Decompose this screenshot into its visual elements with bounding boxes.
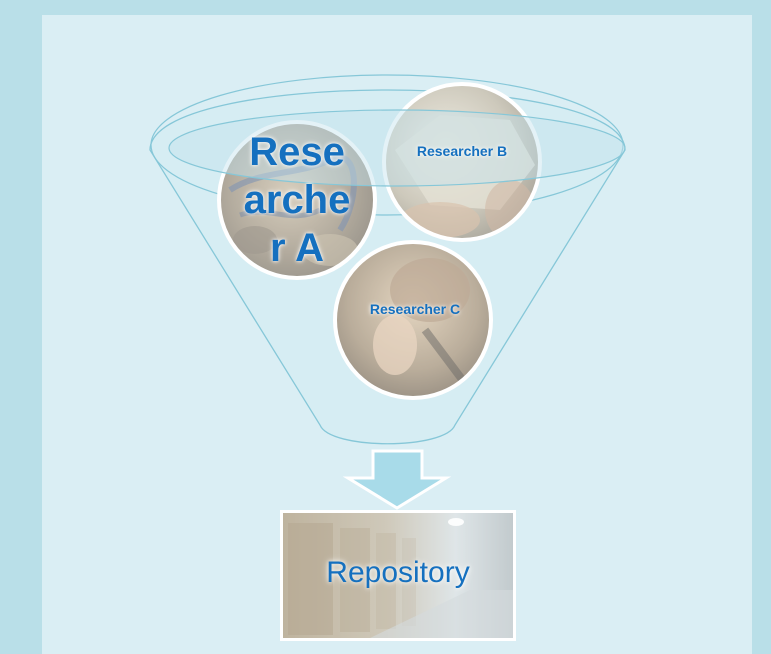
repository-label: Repository [326,556,470,589]
researcher-a-circle [217,120,377,280]
down-arrow-icon [342,449,452,510]
researcher-b-circle [382,82,542,242]
funnel-rim-inner [168,109,626,187]
repository-image [280,510,516,641]
researcher-a-label: Researcher A [243,130,351,270]
funnel-rim-outer [150,74,624,216]
researcher-c-circle [333,240,493,400]
researcher-b-label: Researcher B [416,143,508,159]
researcher-c-label: Researcher C [369,301,461,317]
